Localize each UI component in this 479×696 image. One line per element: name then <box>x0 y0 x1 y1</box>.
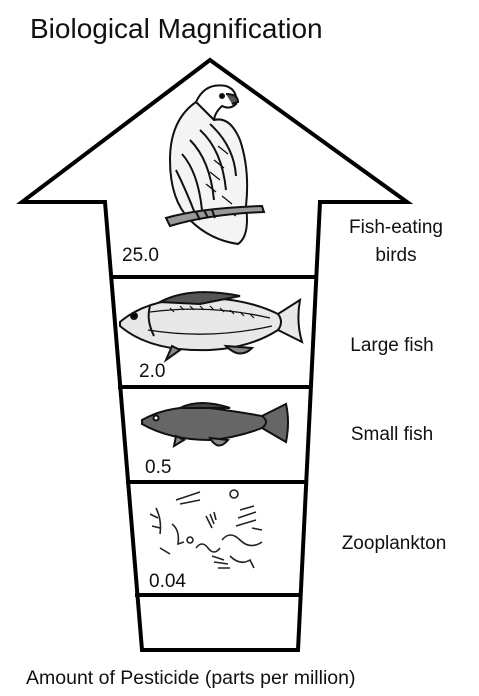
organism-label-birds-line1: Fish-eating <box>326 216 466 240</box>
organism-label-small-fish: Small fish <box>322 423 462 447</box>
axis-caption: Amount of Pesticide (parts per million) <box>26 666 355 690</box>
organism-label-birds-line2: birds <box>326 244 466 268</box>
ppm-value-zooplankton: 0.04 <box>149 571 186 593</box>
organism-label-birds: Fish-eating birds <box>326 216 466 268</box>
ppm-value-birds: 25.0 <box>122 245 159 267</box>
organism-label-large-fish: Large fish <box>322 334 462 358</box>
ppm-value-large-fish: 2.0 <box>139 361 165 383</box>
ppm-value-small-fish: 0.5 <box>145 457 171 479</box>
organism-label-zooplankton: Zooplankton <box>324 532 464 556</box>
